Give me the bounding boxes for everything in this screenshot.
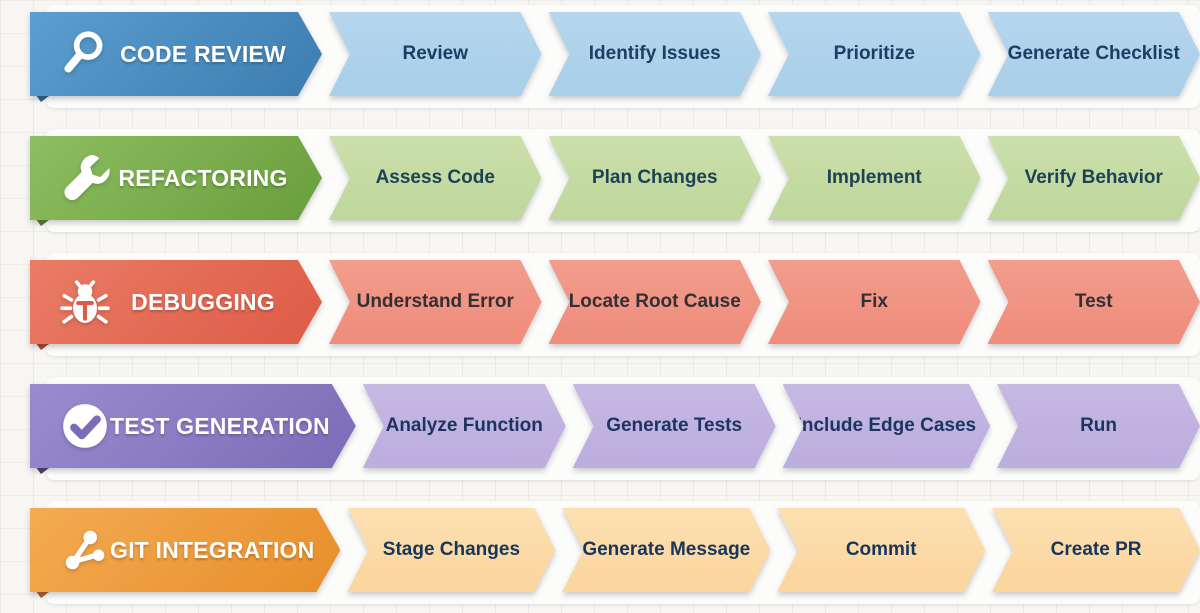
step-chevron: Locate Root Cause xyxy=(549,260,762,344)
workflow-row-test-generation: TEST GENERATION Analyze Function Generat… xyxy=(30,377,1200,480)
row-title: CODE REVIEW xyxy=(120,40,286,67)
step-chevron: Generate Message xyxy=(562,508,770,592)
step-chevron: Fix xyxy=(768,260,981,344)
search-icon xyxy=(60,29,110,79)
steps-track: Analyze Function Generate Tests Include … xyxy=(363,384,1200,468)
workflow-row-git-integration: GIT INTEGRATION Stage Changes Generate M… xyxy=(30,501,1200,604)
step-chevron: Include Edge Cases xyxy=(783,384,991,468)
step-chevron: Create PR xyxy=(992,508,1200,592)
step-chevron: Analyze Function xyxy=(363,384,566,468)
row-title: REFACTORING xyxy=(118,164,288,191)
step-chevron: Generate Tests xyxy=(573,384,776,468)
step-chevron: Stage Changes xyxy=(347,508,555,592)
workflow-bar: TEST GENERATION Analyze Function Generat… xyxy=(30,384,1200,468)
row-header-test-generation: TEST GENERATION xyxy=(30,384,356,468)
workflow-bar: GIT INTEGRATION Stage Changes Generate M… xyxy=(30,508,1200,592)
check-circle-icon xyxy=(60,401,110,451)
step-chevron: Identify Issues xyxy=(549,12,762,96)
row-header-git-integration: GIT INTEGRATION xyxy=(30,508,340,592)
step-chevron: Generate Checklist xyxy=(988,12,1200,96)
wrench-icon xyxy=(60,153,110,203)
row-title: DEBUGGING xyxy=(131,288,275,315)
workflow-bar: DEBUGGING Understand Error Locate Root C… xyxy=(30,260,1200,344)
row-header-debugging: DEBUGGING xyxy=(30,260,322,344)
workflow-row-refactoring: REFACTORING Assess Code Plan Changes Imp… xyxy=(30,129,1200,232)
workflow-row-debugging: DEBUGGING Understand Error Locate Root C… xyxy=(30,253,1200,356)
bug-icon xyxy=(60,277,110,327)
step-chevron: Test xyxy=(988,260,1200,344)
workflow-row-code-review: CODE REVIEW Review Identify Issues Prior… xyxy=(30,5,1200,108)
step-chevron: Verify Behavior xyxy=(988,136,1200,220)
step-chevron: Implement xyxy=(768,136,981,220)
workflow-bar: CODE REVIEW Review Identify Issues Prior… xyxy=(30,12,1200,96)
git-branch-icon xyxy=(60,525,110,575)
step-chevron: Prioritize xyxy=(768,12,981,96)
step-chevron: Run xyxy=(997,384,1200,468)
workflow-bar: REFACTORING Assess Code Plan Changes Imp… xyxy=(30,136,1200,220)
row-title: TEST GENERATION xyxy=(110,412,330,439)
row-header-code-review: CODE REVIEW xyxy=(30,12,322,96)
steps-track: Understand Error Locate Root Cause Fix T… xyxy=(329,260,1200,344)
row-header-refactoring: REFACTORING xyxy=(30,136,322,220)
row-title: GIT INTEGRATION xyxy=(110,536,315,563)
step-chevron: Assess Code xyxy=(329,136,542,220)
steps-track: Stage Changes Generate Message Commit Cr… xyxy=(347,508,1200,592)
steps-track: Review Identify Issues Prioritize Genera… xyxy=(329,12,1200,96)
step-chevron: Review xyxy=(329,12,542,96)
steps-track: Assess Code Plan Changes Implement Verif… xyxy=(329,136,1200,220)
step-chevron: Plan Changes xyxy=(549,136,762,220)
step-chevron: Understand Error xyxy=(329,260,542,344)
step-chevron: Commit xyxy=(777,508,985,592)
